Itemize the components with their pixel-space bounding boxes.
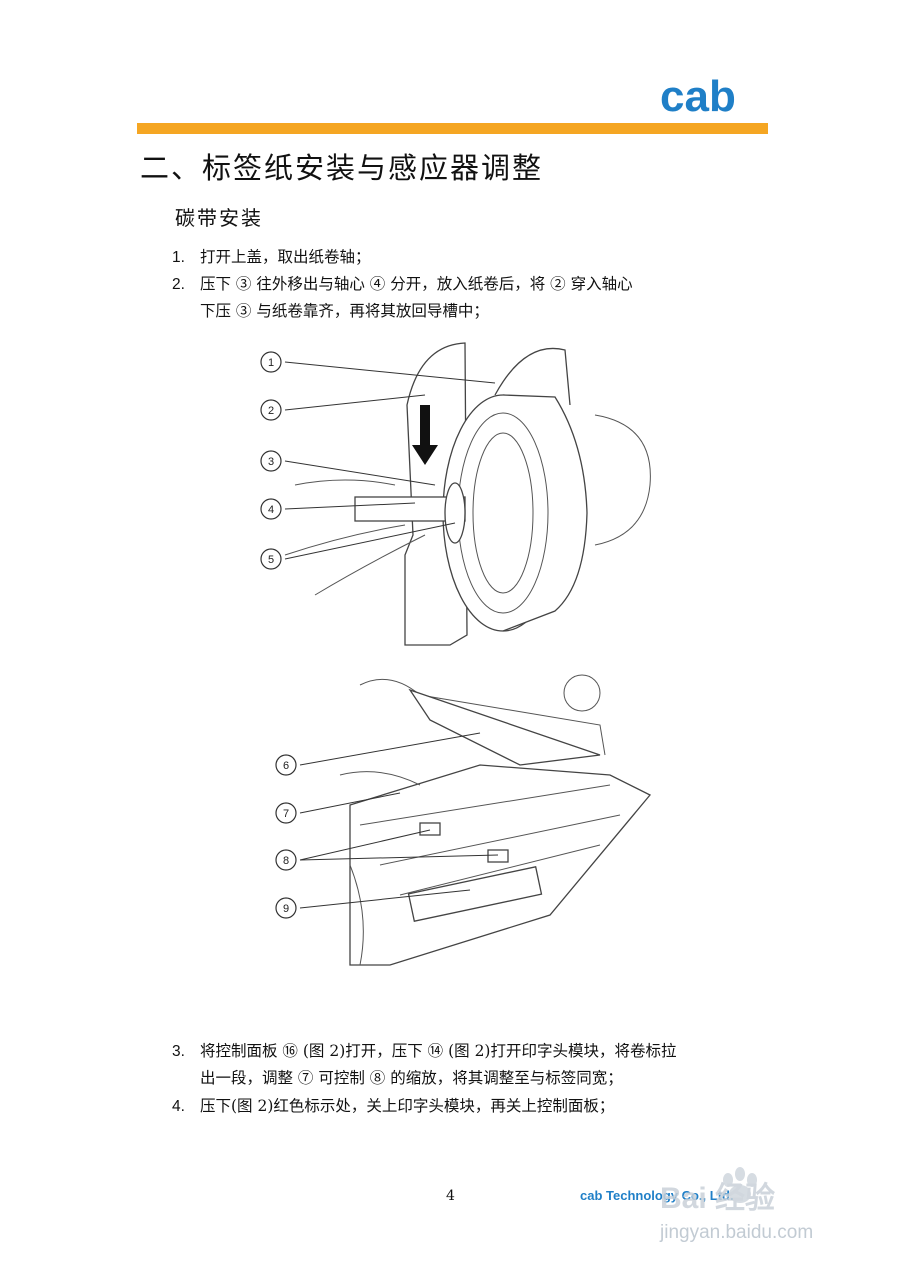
step-1: 1. 打开上盖，取出纸卷轴； bbox=[172, 244, 371, 271]
media-platform bbox=[349, 764, 652, 966]
callout-circle bbox=[260, 351, 282, 373]
back-plate bbox=[494, 347, 571, 406]
left-hand bbox=[284, 479, 426, 596]
step-text: 压下(图 2)红色标示处，关上印字头模块，再关上控制面板； bbox=[200, 1097, 615, 1115]
callout-circle bbox=[260, 548, 282, 570]
step-number: 3. bbox=[172, 1043, 185, 1060]
section-title: 二、标签纸安装与感应器调整 bbox=[140, 151, 544, 185]
roll-ring bbox=[472, 432, 534, 594]
callout-label: 2 bbox=[268, 405, 274, 417]
watermark-url: jingyan.baidu.com bbox=[659, 1222, 813, 1243]
callout-circle bbox=[275, 897, 297, 919]
cab-logo: cab bbox=[660, 78, 736, 116]
paw-icon bbox=[723, 1167, 757, 1203]
step-text-cont: 出一段，调整 ⑦ 可控制 ⑧ 的缩放，将其调整至与标签同宽； bbox=[200, 1069, 623, 1087]
step-3: 3. 将控制面板 ⑯ (图 2)打开，压下 ⑭ (图 2)打开印字头模块，将卷标拉… bbox=[172, 1038, 676, 1092]
knob bbox=[563, 674, 601, 712]
step-2: 2. 压下 ③ 往外移出与轴心 ④ 分开，放入纸卷后，将 ② 穿入轴心 下压 ③ … bbox=[172, 271, 633, 325]
watermark-brand: Bai 经验 bbox=[660, 1181, 775, 1215]
page-number: 4 bbox=[446, 1188, 455, 1204]
step-text-cont: 下压 ③ 与纸卷靠齐，再将其放回导槽中； bbox=[200, 302, 489, 320]
callout-circle bbox=[260, 399, 282, 421]
callout-circle bbox=[260, 498, 282, 520]
printhead-module bbox=[408, 688, 601, 766]
paper-roll-body bbox=[502, 394, 588, 632]
footer-company: cab Technology Co., Ltd. bbox=[580, 1188, 734, 1203]
figure-2-printhead-illustration: 6 7 8 9 bbox=[275, 674, 652, 966]
callout-circle bbox=[275, 754, 297, 776]
step-text: 将控制面板 ⑯ (图 2)打开，压下 ⑭ (图 2)打开印字头模块，将卷标拉 bbox=[200, 1042, 677, 1060]
orange-header-rule bbox=[137, 123, 768, 134]
step-number: 2. bbox=[172, 276, 185, 293]
guide-slider bbox=[419, 822, 441, 836]
callout-circle bbox=[275, 849, 297, 871]
callout-label: 7 bbox=[283, 808, 289, 820]
baidu-watermark: Bai 经验 jingyan.baidu.com bbox=[659, 1167, 813, 1243]
hands bbox=[339, 771, 421, 966]
callout-label: 5 bbox=[268, 554, 274, 566]
down-arrow-icon bbox=[412, 405, 438, 465]
callout-label: 9 bbox=[283, 903, 289, 915]
spindle-flange bbox=[444, 482, 466, 544]
callout-circle bbox=[275, 802, 297, 824]
callout-label: 4 bbox=[268, 504, 274, 516]
printhead-cover bbox=[359, 678, 606, 756]
callout-label: 6 bbox=[283, 760, 289, 772]
callout-label: 8 bbox=[283, 855, 289, 867]
step-text: 打开上盖，取出纸卷轴； bbox=[200, 248, 371, 266]
guide-slider bbox=[487, 849, 509, 863]
step-number: 4. bbox=[172, 1098, 185, 1115]
platen-roller bbox=[407, 866, 543, 922]
figure-1-spindle-illustration: 1 2 3 4 5 bbox=[260, 342, 651, 646]
callout-circle bbox=[260, 450, 282, 472]
callout-label: 1 bbox=[268, 357, 274, 369]
right-hand bbox=[594, 414, 651, 546]
logo-text: cab bbox=[660, 78, 736, 116]
step-4: 4. 压下(图 2)红色标示处，关上印字头模块，再关上控制面板； bbox=[172, 1093, 614, 1120]
callout-label: 3 bbox=[268, 456, 274, 468]
step-number: 1. bbox=[172, 249, 185, 266]
subsection-title: 碳带安装 bbox=[175, 206, 263, 230]
step-text: 压下 ③ 往外移出与轴心 ④ 分开，放入纸卷后，将 ② 穿入轴心 bbox=[200, 275, 633, 293]
